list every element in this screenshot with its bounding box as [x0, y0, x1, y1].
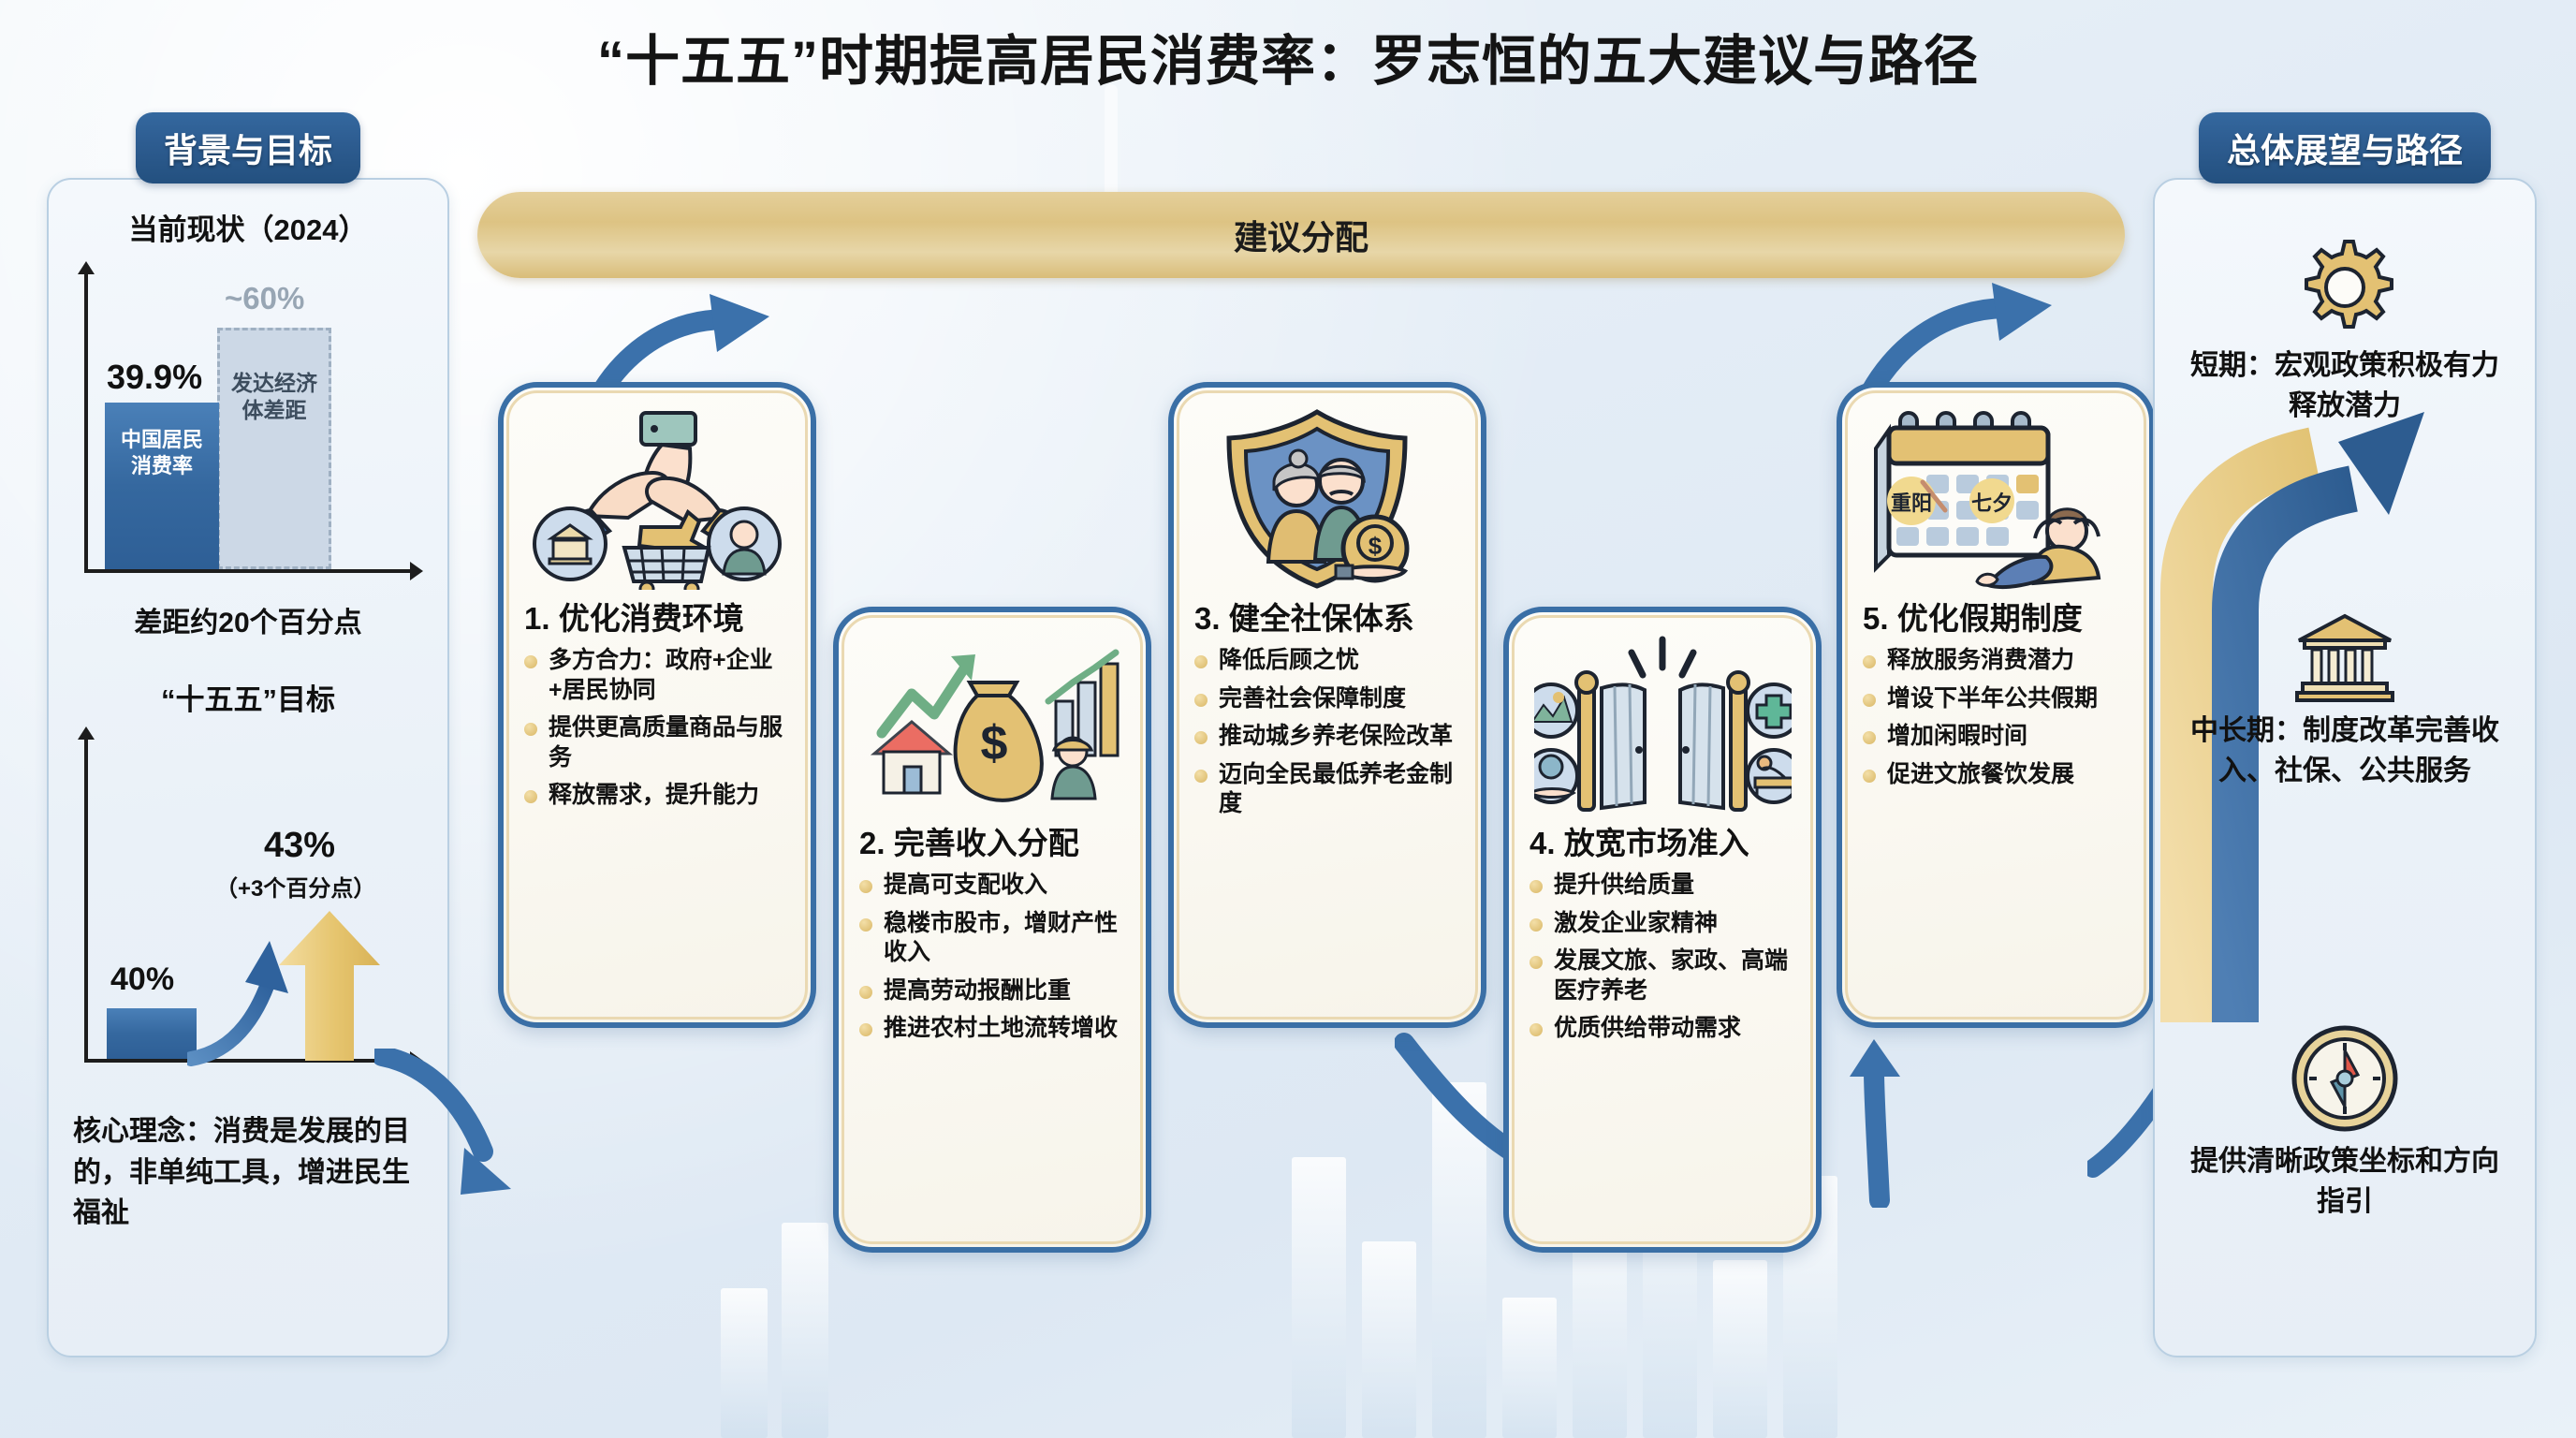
page-title: “十五五”时期提高居民消费率：罗志恒的五大建议与路径: [596, 31, 1979, 92]
recommendations-banner: 建议分配: [477, 192, 2125, 278]
list-item: 降低后顾之忧: [1193, 646, 1462, 676]
card-optimize-holiday-system[interactable]: 重阳 七夕 5. 优化假期制度 释放服务消费潜力 增设下半年公共假期 增加闲暇时…: [1837, 382, 2155, 1028]
list-item: 迈向全民最低养老金制度: [1193, 760, 1462, 819]
list-item: 释放服务消费潜力: [1861, 646, 2130, 676]
china-bar: 中国居民消费率: [105, 403, 219, 569]
list-item: 增加闲暇时间: [1861, 722, 2130, 752]
outlook-text-mid-long-term: 中长期：制度改革完善收入、社保、公共服务: [2190, 715, 2499, 786]
card-optimize-consumption-environment[interactable]: 1. 优化消费环境 多方合力：政府+企业+居民协同 提供更高质量商品与服务 释放…: [498, 382, 816, 1028]
gap-bar-label: 发达经济体差距: [231, 371, 317, 422]
target-from-bar: [107, 1008, 197, 1059]
card-4-bullets: 提升供给质量 激发企业家精神 发展文旅、家政、高端医疗养老 优质供给带动需求: [1528, 871, 1797, 1044]
list-item: 促进文旅餐饮发展: [1861, 760, 2130, 790]
list-item: 推动城乡养老保险改革: [1193, 722, 1462, 752]
list-item: 稳楼市股市，增财产性收入: [857, 909, 1127, 968]
core-idea-note: 核心理念：消费是发展的目的，非单纯工具，增进民生福祉: [73, 1116, 410, 1228]
gear-icon: [2155, 236, 2535, 339]
calendar-leisure-icon: 重阳 七夕: [1861, 404, 2130, 592]
chart1-y-axis: [78, 261, 95, 573]
target-from-value: 40%: [110, 961, 175, 997]
list-item: 增设下半年公共假期: [1861, 684, 2130, 714]
list-item: 提升供给质量: [1528, 871, 1797, 901]
compass-icon: [2155, 1022, 2535, 1135]
card-relax-market-access[interactable]: 4. 放宽市场准入 提升供给质量 激发企业家精神 发展文旅、家政、高端医疗养老 …: [1503, 607, 1822, 1253]
bank-icon: [2155, 610, 2535, 704]
china-bar-label: 中国居民消费率: [120, 428, 203, 477]
list-item: 提高劳动报酬比重: [857, 976, 1127, 1006]
outlook-text-guidance: 提供清晰政策坐标和方向指引: [2190, 1146, 2499, 1217]
card-3-title: 3. 健全社保体系: [1194, 601, 1414, 636]
overall-outlook-panel: 总体展望与路径 短期：宏观政策积极有力释放潜力: [2153, 112, 2537, 1357]
gap-bar: 发达经济体差距: [217, 328, 331, 569]
right-panel-header: 总体展望与路径: [2198, 112, 2492, 183]
list-item: 优质供给带动需求: [1528, 1014, 1797, 1044]
calendar-tag-2: 七夕: [1971, 492, 2012, 515]
card-5-title: 5. 优化假期制度: [1863, 601, 2083, 636]
outlook-item-mid-long-term: 中长期：制度改革完善收入、社保、公共服务: [2155, 610, 2535, 791]
card-5-bullets: 释放服务消费潜力 增设下半年公共假期 增加闲暇时间 促进文旅餐饮发展: [1861, 646, 2130, 789]
card-2-title: 2. 完善收入分配: [859, 826, 1079, 860]
open-gate-services-icon: [1528, 629, 1797, 816]
list-item: 释放需求，提升能力: [522, 781, 792, 811]
card-1-title: 1. 优化消费环境: [524, 601, 744, 636]
recommendations-banner-label: 建议分配: [1233, 218, 1368, 257]
card-2-bullets: 提高可支配收入 稳楼市股市，增财产性收入 提高劳动报酬比重 推进农村土地流转增收: [857, 871, 1127, 1044]
chart1-x-axis: [84, 562, 423, 580]
list-item: 发展文旅、家政、高端医疗养老: [1528, 946, 1797, 1005]
card-4-title: 4. 放宽市场准入: [1530, 826, 1749, 860]
outlook-item-short-term: 短期：宏观政策积极有力释放潜力: [2155, 236, 2535, 426]
target-delta: （+3个百分点）: [215, 876, 376, 902]
background-and-goals-panel: 背景与目标 当前现状（2024） ~60% 发达经济体差距 39.9% 中国居民…: [47, 112, 451, 1357]
card-improve-social-security-system[interactable]: $ 3. 健全社保体系 降低后顾之忧 完善社会保障制度 推动城乡养老保险改革 迈…: [1168, 382, 1486, 1028]
outlook-item-guidance: 提供清晰政策坐标和方向指引: [2155, 1022, 2535, 1222]
shield-elderly-pension-icon: $: [1193, 404, 1462, 592]
card-1-bullets: 多方合力：政府+企业+居民协同 提供更高质量商品与服务 释放需求，提升能力: [522, 646, 792, 811]
svg-text:$: $: [1368, 532, 1383, 560]
current-status-title: 当前现状（2024）: [128, 213, 368, 246]
china-bar-value: 39.9%: [107, 358, 203, 396]
list-item: 推进农村土地流转增收: [857, 1014, 1127, 1044]
card-3-bullets: 降低后顾之忧 完善社会保障制度 推动城乡养老保险改革 迈向全民最低养老金制度: [1193, 646, 1462, 819]
target-to-value: 43%: [264, 826, 336, 865]
list-item: 完善社会保障制度: [1193, 684, 1462, 714]
list-item: 提供更高质量商品与服务: [522, 713, 792, 772]
money-bag-growth-icon: $: [857, 629, 1127, 816]
gold-up-arrow-icon: [279, 911, 380, 1061]
gap-note: 差距约20个百分点: [134, 608, 362, 638]
current-status-chart: ~60% 发达经济体差距 39.9% 中国居民消费率: [49, 255, 451, 610]
gap-bar-value: ~60%: [225, 281, 305, 315]
target-title: “十五五”目标: [161, 683, 335, 716]
handshake-cart-icon: [522, 404, 792, 592]
chart2-y-axis: [78, 726, 95, 1063]
list-item: 激发企业家精神: [1528, 909, 1797, 939]
list-item: 提高可支配收入: [857, 871, 1127, 901]
outlook-text-short-term: 短期：宏观政策积极有力释放潜力: [2190, 350, 2499, 421]
list-item: 多方合力：政府+企业+居民协同: [522, 646, 792, 705]
card-improve-income-distribution[interactable]: $ 2. 完善收入分配 提高可支配收入 稳楼市股市，增财产性收入 提高劳动报酬比…: [833, 607, 1151, 1253]
svg-text:$: $: [981, 716, 1008, 770]
left-panel-header: 背景与目标: [135, 112, 361, 183]
target-chart: 40% 43% （+3个百分点）: [49, 726, 451, 1102]
calendar-tag-1: 重阳: [1891, 492, 1932, 515]
